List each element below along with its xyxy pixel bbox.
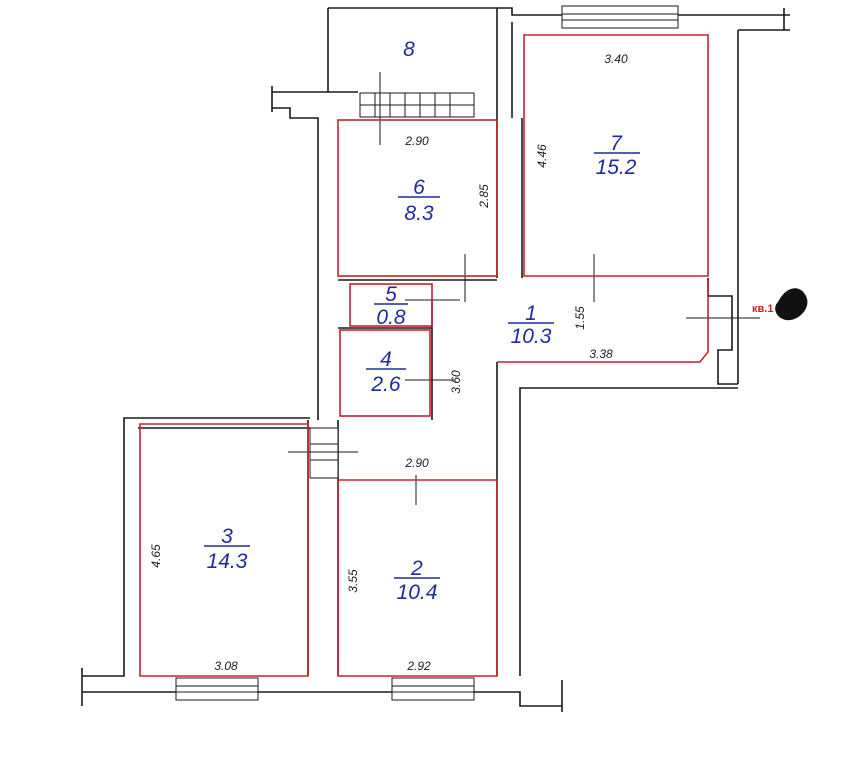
dim-room2-top-width: 2.90 bbox=[404, 456, 429, 470]
room-4-area: 2.6 bbox=[370, 373, 401, 396]
dim-room7-width: 3.40 bbox=[604, 52, 628, 66]
dim-room3-depth: 4.65 bbox=[149, 544, 163, 568]
dim-room3-width: 3.08 bbox=[214, 659, 238, 673]
flat-label: кв.1 bbox=[752, 303, 773, 315]
room-4-number: 4 bbox=[380, 348, 392, 371]
window-bottom-left bbox=[175, 677, 259, 701]
room-5-label: 5 0.8 bbox=[374, 283, 408, 329]
room-1-outline bbox=[497, 280, 709, 363]
room-4-label: 4 2.6 bbox=[366, 348, 406, 396]
outer-wall-left-lower bbox=[82, 417, 310, 677]
dim-room7-depth: 4.46 bbox=[535, 144, 549, 168]
dim-room2-depth: 3.55 bbox=[346, 569, 360, 593]
room-6-number: 6 bbox=[413, 176, 425, 199]
outer-wall-bottom bbox=[82, 691, 562, 707]
dim-hall-depth: 1.55 bbox=[573, 306, 587, 330]
outer-wall-top-left-inner bbox=[272, 107, 319, 420]
dim-room6-width: 2.90 bbox=[404, 134, 429, 148]
room-3-outline bbox=[139, 423, 309, 677]
room-2-label: 2 10.4 bbox=[394, 557, 440, 604]
room-5-area: 0.8 bbox=[376, 306, 406, 329]
room-2-area: 10.4 bbox=[397, 581, 438, 604]
room-2-number: 2 bbox=[410, 557, 423, 580]
room-3-number: 3 bbox=[221, 525, 233, 548]
room-8-number: 8 bbox=[403, 38, 415, 61]
room-1-area: 10.3 bbox=[511, 325, 552, 348]
room-1-label: 1 10.3 bbox=[508, 302, 554, 348]
room-6-area: 8.3 bbox=[404, 202, 434, 225]
room-7-label: 7 15.2 bbox=[594, 132, 640, 179]
room-7-number: 7 bbox=[610, 132, 623, 155]
scribble-mark bbox=[775, 288, 808, 321]
dim-room2-width: 2.92 bbox=[406, 659, 431, 673]
room-7-outline bbox=[523, 34, 709, 277]
window-bottom-right bbox=[391, 677, 475, 701]
room-6-outline bbox=[337, 119, 498, 277]
dim-room6-depth: 2.85 bbox=[477, 184, 491, 209]
room-6-label: 6 8.3 bbox=[398, 176, 440, 225]
room-5-outline bbox=[349, 283, 433, 327]
room-4-outline bbox=[339, 329, 431, 417]
room-1-number: 1 bbox=[525, 302, 537, 325]
room-7-area: 15.2 bbox=[596, 156, 637, 179]
room-8-label: 8 bbox=[403, 38, 415, 61]
window-top-right bbox=[561, 5, 679, 29]
room-2-outline bbox=[337, 479, 498, 677]
door-room3 bbox=[309, 427, 339, 479]
dim-corridor-length: 3.60 bbox=[449, 370, 463, 394]
dim-hall-width: 3.38 bbox=[589, 347, 613, 361]
room-3-label: 3 14.3 bbox=[204, 525, 250, 573]
outer-wall-right-lower bbox=[519, 387, 738, 676]
room-5-number: 5 bbox=[385, 283, 397, 306]
right-notch bbox=[707, 278, 738, 385]
room-3-area: 14.3 bbox=[207, 550, 248, 573]
